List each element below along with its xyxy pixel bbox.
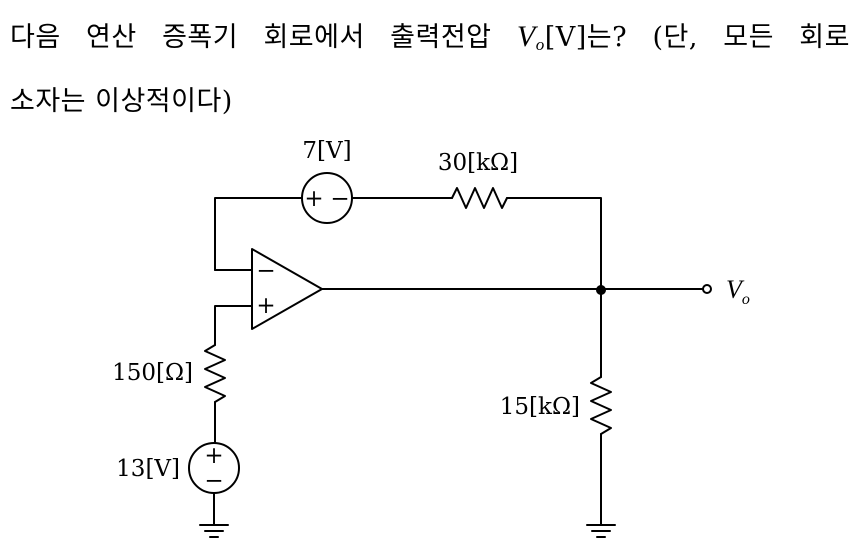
- output-voltage-label: Vo: [726, 275, 750, 308]
- resistor-feedback: [451, 187, 508, 209]
- question-line-1-start: 다음 연산 증폭기 회로에서 출력전압: [10, 22, 492, 53]
- source-top-minus: −: [330, 186, 349, 212]
- wire-noninverting-input: [214, 305, 253, 346]
- resistor-input: [204, 344, 226, 403]
- source-bottom-minus: −: [204, 468, 223, 494]
- question-line-1: 다음 연산 증폭기 회로에서 출력전압 Vo[V]는? (단, 모든 회로: [10, 8, 850, 73]
- source-bottom-plus: +: [204, 443, 223, 469]
- wire-feedback-right: [506, 197, 602, 291]
- opamp-triangle: [251, 248, 323, 330]
- output-voltage-sub: o: [535, 35, 545, 54]
- output-junction: [596, 285, 606, 295]
- resistor-feedback-label: 30[kΩ]: [438, 150, 518, 176]
- resistor-load: [590, 376, 612, 435]
- opamp-minus-sign: −: [256, 258, 275, 284]
- ground-right: [586, 524, 616, 538]
- source-top-plus: +: [304, 186, 323, 212]
- question-line-1-end: [V]는? (단, 모든 회로: [544, 22, 850, 53]
- source-bottom-label: 13[V]: [116, 456, 180, 482]
- source-top-label: 7[V]: [302, 138, 351, 164]
- question-line-2: 소자는 이상적이다): [10, 86, 233, 117]
- wire-feedback-left: [214, 197, 302, 271]
- output-label-var: V: [726, 275, 745, 304]
- resistor-input-label: 150[Ω]: [112, 360, 193, 386]
- ground-left: [199, 524, 229, 538]
- question-text: 다음 연산 증폭기 회로에서 출력전압 Vo[V]는? (단, 모든 회로 소자…: [10, 8, 850, 130]
- output-label-sub: o: [742, 291, 750, 308]
- output-voltage-var: V: [516, 20, 536, 53]
- resistor-load-label: 15[kΩ]: [500, 394, 580, 420]
- output-voltage-symbol: Vo: [516, 20, 545, 54]
- output-terminal: [702, 284, 712, 294]
- opamp-plus-sign: +: [256, 293, 275, 319]
